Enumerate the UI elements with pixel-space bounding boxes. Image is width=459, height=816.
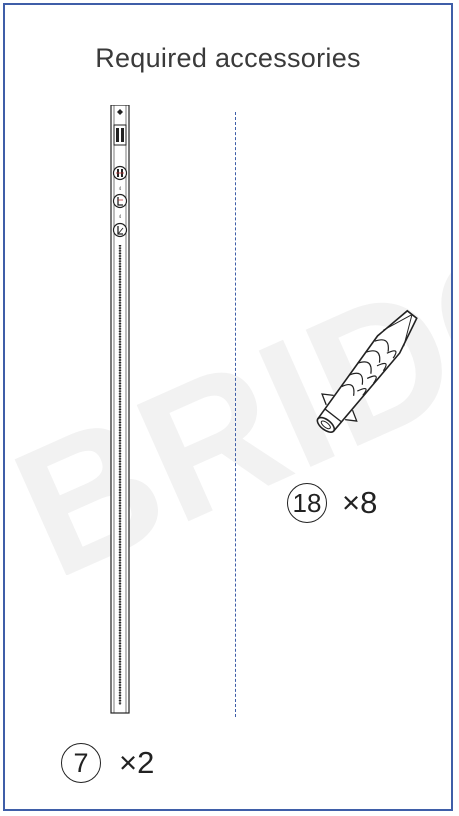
dashed-divider: [235, 112, 236, 717]
wall-plug-icon: [316, 309, 418, 433]
svg-text:4: 4: [119, 186, 122, 191]
part-number-badge: 18: [287, 483, 327, 523]
part-quantity: ×8: [342, 485, 378, 520]
part-number-badge: 7: [61, 743, 101, 783]
instruction-panel: BRIDGE Required accessories 4 4: [3, 3, 453, 811]
part-7-callout: 7 ×2: [61, 743, 154, 783]
fixing-strip-icon: 4 4: [110, 105, 130, 714]
svg-text:4: 4: [119, 214, 122, 219]
page-title: Required accessories: [95, 43, 361, 73]
part-18-callout: 18 ×8: [287, 483, 377, 523]
part-quantity: ×2: [119, 745, 155, 780]
